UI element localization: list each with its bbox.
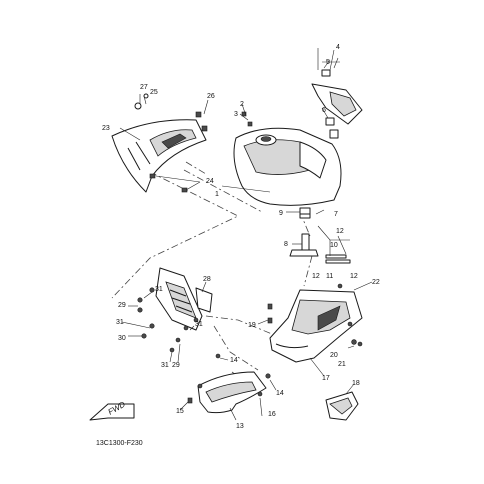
callout-17: 17 bbox=[322, 375, 330, 382]
tank-bracket[interactable] bbox=[311, 69, 363, 139]
callout-29-b: 29 bbox=[172, 362, 180, 369]
callout-28: 28 bbox=[203, 276, 211, 283]
callout-16: 16 bbox=[268, 411, 276, 418]
drawing-code: 13C1300-F230 bbox=[96, 440, 143, 447]
callout-9: 9 bbox=[279, 210, 283, 217]
cover-plate[interactable] bbox=[325, 391, 359, 421]
fuel-cock-assembly[interactable] bbox=[289, 207, 351, 264]
guard-fasteners[interactable] bbox=[137, 287, 199, 353]
callout-12-b: 12 bbox=[312, 273, 320, 280]
lower-shroud[interactable] bbox=[197, 371, 267, 414]
callout-7: 7 bbox=[334, 211, 338, 218]
callout-20: 20 bbox=[330, 352, 338, 359]
callout-3: 3 bbox=[234, 111, 238, 118]
lower-shroud-fasteners[interactable] bbox=[187, 353, 271, 404]
callout-14-a: 14 bbox=[230, 357, 238, 364]
callout-31-a: 31 bbox=[155, 286, 163, 293]
callout-27: 27 bbox=[140, 84, 148, 91]
callout-23: 23 bbox=[102, 125, 110, 132]
callout-numbers: 4 5 6 27 25 26 2 3 23 24 1 9 7 8 12 10 1… bbox=[102, 44, 380, 430]
callout-21: 21 bbox=[338, 361, 346, 368]
callout-12-c: 12 bbox=[350, 273, 358, 280]
callout-31-b: 31 bbox=[116, 319, 124, 326]
callout-14-b: 14 bbox=[276, 390, 284, 397]
callout-26: 26 bbox=[207, 93, 215, 100]
callout-18: 18 bbox=[352, 380, 360, 387]
leader-lines bbox=[119, 48, 373, 421]
callout-29-a: 29 bbox=[118, 302, 126, 309]
callout-8: 8 bbox=[284, 241, 288, 248]
side-cover-left[interactable] bbox=[111, 119, 207, 193]
callout-15: 15 bbox=[176, 408, 184, 415]
right-cover-fasteners[interactable] bbox=[267, 283, 363, 347]
fuel-tank[interactable] bbox=[233, 127, 342, 206]
callout-22: 22 bbox=[372, 279, 380, 286]
callout-19: 19 bbox=[248, 322, 256, 329]
side-cover-right[interactable] bbox=[269, 289, 363, 363]
fwd-arrow: FWD bbox=[89, 400, 135, 421]
callout-31-c: 31 bbox=[195, 321, 203, 328]
callout-4: 4 bbox=[336, 44, 340, 51]
fasteners-upper-left[interactable] bbox=[134, 93, 253, 193]
callout-6: 6 bbox=[322, 107, 326, 114]
callout-31-d: 31 bbox=[161, 362, 169, 369]
callout-25: 25 bbox=[150, 89, 158, 96]
callout-13: 13 bbox=[236, 423, 244, 430]
callout-10: 10 bbox=[330, 242, 338, 249]
callout-11: 11 bbox=[326, 273, 333, 280]
callout-1: 1 bbox=[215, 191, 219, 198]
callout-30: 30 bbox=[118, 335, 126, 342]
callout-24: 24 bbox=[206, 178, 214, 185]
callout-12-a: 12 bbox=[336, 228, 344, 235]
callout-2: 2 bbox=[240, 101, 244, 108]
callout-5: 5 bbox=[326, 59, 330, 66]
radiator-guard[interactable] bbox=[155, 267, 213, 331]
